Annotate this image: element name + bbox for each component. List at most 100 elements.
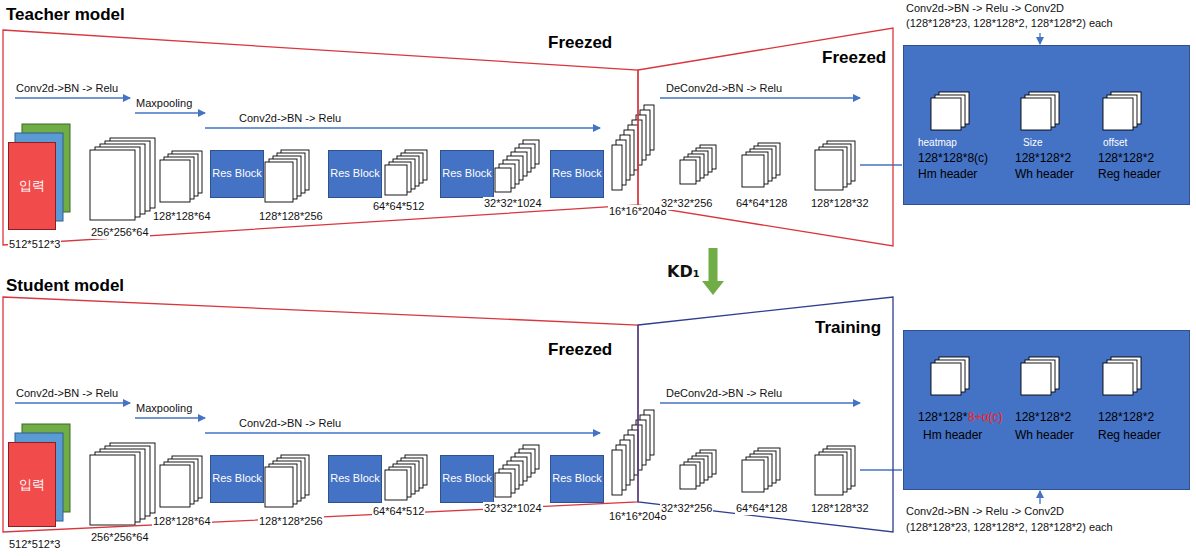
layer-label: 64*64*128: [735, 197, 788, 210]
block-label: Res Block: [442, 472, 492, 485]
layer-label: 512*512*3: [8, 538, 61, 551]
layer-label: 128*128*64: [152, 515, 212, 528]
panel-ground: [904, 46, 1190, 205]
layer-label: Conv2d->BN -> Relu -> Conv2D: [905, 2, 1065, 15]
block-label: Res Block: [442, 167, 492, 180]
layer-label: 64*64*512: [372, 505, 425, 518]
flow-arrow: [660, 402, 860, 403]
block-label: Res Block: [212, 472, 262, 485]
feature-map: [612, 450, 622, 495]
input-label: 입력: [19, 178, 45, 194]
feature-map: [931, 363, 961, 395]
flow-arrows: [15, 33, 1040, 504]
output-name: heatmap: [918, 137, 957, 149]
layer-label: 256*256*64: [90, 531, 150, 544]
layer-label: 128*128*256: [258, 210, 324, 223]
feature-map: [495, 168, 511, 192]
output-name: offset: [1103, 137, 1127, 149]
feature-map: [495, 473, 511, 497]
res-block: Res Block: [210, 150, 264, 198]
model-title: Teacher model: [5, 5, 126, 25]
output-label: 128*128*2: [1015, 410, 1071, 424]
layer-label: 128*128*256: [258, 515, 324, 528]
feature-map: [265, 467, 293, 507]
head-panel: 128*128*8+α(c)Hm header128*128*2Wh heade…: [903, 330, 1190, 490]
layer-label: DeConv2d->BN -> Relu: [665, 82, 783, 95]
layer-label: 32*32*1024: [483, 502, 543, 515]
layer-label: Maxpooling: [135, 97, 193, 110]
flow-arrow: [1039, 491, 1040, 504]
block-label: Res Block: [212, 167, 262, 180]
region-title: Freezed: [822, 48, 886, 68]
flow-arrow: [15, 402, 130, 403]
flow-arrow: [205, 432, 600, 433]
res-block: Res Block: [440, 455, 494, 503]
layer-label: 64*64*128: [735, 502, 788, 515]
res-block: Res Block: [440, 150, 494, 198]
res-block: Res Block: [328, 455, 382, 503]
region-title: Freezed: [548, 340, 612, 360]
res-block: Res Block: [550, 455, 604, 503]
block-label: Res Block: [552, 472, 602, 485]
layer-label: Conv2d->BN -> Relu -> Conv2D: [905, 505, 1065, 518]
feature-map: [385, 470, 407, 500]
output-label: Reg header: [1098, 167, 1161, 181]
flow-arrow: [135, 417, 205, 418]
arrow-head: [702, 281, 724, 295]
region-title: Training: [815, 318, 881, 338]
feature-map: [1021, 363, 1051, 395]
input-box: 입력: [8, 442, 56, 527]
feature-map: [160, 465, 190, 507]
output-label: 128*128*2: [1015, 151, 1071, 165]
wire: [860, 164, 902, 165]
res-block: Res Block: [328, 150, 382, 198]
output-label: 8+α(c): [968, 410, 1003, 424]
model-title: Student model: [5, 276, 125, 296]
res-block: Res Block: [210, 455, 264, 503]
layer-label: 128*128*32: [810, 197, 870, 210]
layer-label: 512*512*3: [8, 238, 61, 251]
feature-map: [742, 155, 764, 187]
layer-label: 16*16*2048: [608, 205, 668, 218]
feature-map: [1021, 98, 1051, 130]
layer-label: 128*128*32: [810, 502, 870, 515]
layer-label: 64*64*512: [372, 200, 425, 213]
feature-map: [1103, 98, 1133, 130]
wire: [860, 469, 902, 470]
res-block: Res Block: [550, 150, 604, 198]
region-border: [3, 30, 638, 245]
block-label: Res Block: [330, 472, 380, 485]
layer-label: 128*128*64: [152, 210, 212, 223]
layer-label: DeConv2d->BN -> Relu: [665, 387, 783, 400]
input-box: 입력: [8, 142, 56, 230]
layer-label: Maxpooling: [135, 402, 193, 415]
edge-label: KD₁: [666, 262, 701, 281]
feature-map: [385, 165, 407, 195]
layer-label: Conv2d->BN -> Relu: [15, 387, 119, 400]
region-border: [638, 297, 893, 532]
distillation-arrow: [702, 248, 724, 295]
layer-label: Conv2d->BN -> Relu: [238, 417, 342, 430]
feature-map: [680, 160, 696, 184]
feature-map: [815, 150, 843, 190]
feature-map: [931, 98, 961, 130]
feature-map: [612, 145, 622, 190]
feature-map: [742, 460, 764, 492]
flow-arrow: [1039, 33, 1040, 44]
region-border: [3, 297, 638, 532]
layer-label: 32*32*1024: [483, 197, 543, 210]
connectors: [702, 248, 724, 295]
output-label: Wh header: [1015, 428, 1074, 442]
region-outline: Training: [638, 297, 893, 532]
feature-map: [265, 162, 293, 202]
layer-label: 32*32*256: [660, 502, 713, 515]
output-label: Hm header: [923, 428, 982, 442]
region-outline: Freezed: [638, 28, 893, 246]
flow-arrow: [205, 127, 600, 128]
block-label: Res Block: [552, 167, 602, 180]
layer-label: Conv2d->BN -> Relu: [238, 112, 342, 125]
output-label: 128*128*2: [1098, 151, 1154, 165]
